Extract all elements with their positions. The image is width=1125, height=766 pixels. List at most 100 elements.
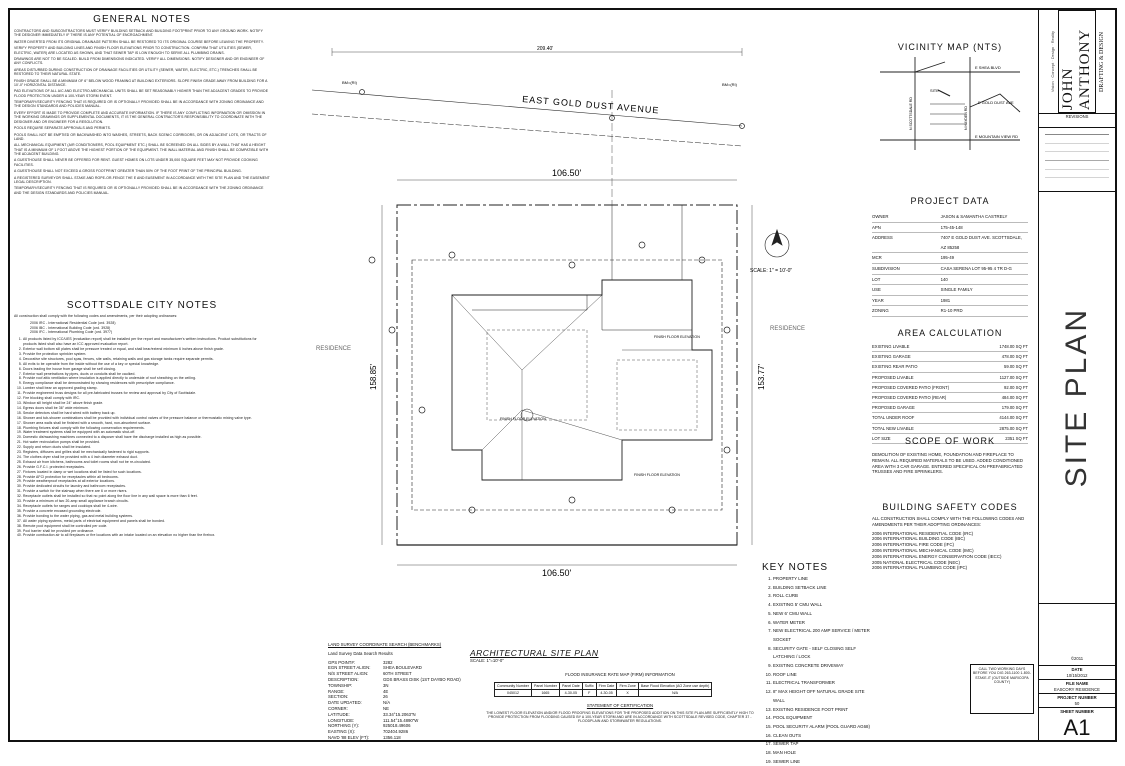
- city-note-item: Fire blocking shall comply with IRC.: [23, 396, 270, 401]
- key-note-item: EXISTING CONCRETE DRIVEWAY: [773, 662, 872, 671]
- flood-cell: 4-30-05: [558, 688, 583, 697]
- survey-key: NAVD '88 ELEV (FT):: [328, 734, 370, 740]
- survey-row: GPS POINT#:3282: [328, 660, 468, 666]
- safety-code: 2006 INTERNATIONAL PLUMBING CODE (IPC): [872, 565, 968, 571]
- project-data-key: LOT: [872, 276, 881, 282]
- survey-key: GPS POINT#:: [328, 659, 355, 665]
- survey-row: EGN STREET ALIGN:SHEA BOULEVARD: [328, 665, 468, 671]
- city-note-item: All water piping systems, metal parts of…: [23, 519, 270, 524]
- survey-row: TOWNSHIP:3N: [328, 683, 468, 689]
- date-cell: DATE 10/15/2012: [1039, 666, 1115, 680]
- city-note-item: Plumbing fixtures shall comply with the …: [23, 426, 270, 431]
- city-note-item: Domestic dishwashing machines connected …: [23, 435, 270, 440]
- survey-block: LAND SURVEY COORDINATE SEARCH (BENCHMARK…: [328, 642, 468, 741]
- survey-key: TOWNSHIP:: [328, 682, 353, 688]
- vicinity-title: VICINITY MAP (NTS): [897, 42, 1003, 52]
- sheet-title-area: SITE PLAN: [1039, 192, 1115, 604]
- city-note-item: Provide G.F.C.I. protected receptacles.: [23, 465, 270, 470]
- survey-value: GDS BRASS DISK (1ST DAYBO ROAD): [383, 676, 461, 682]
- city-note-item: Provide engineered truss designs for all…: [23, 391, 270, 396]
- safety-code: 2006 INTERNATIONAL FIRE CODE (IFC): [872, 542, 954, 548]
- area-calc-key: PROPOSED GARAGE: [872, 405, 915, 411]
- city-note-item: Provide a minimum of two 20-amp small ap…: [23, 499, 270, 504]
- city-notes-title: SCOTTSDALE CITY NOTES: [66, 300, 218, 311]
- city-note-item: Exterior wall bottom sill plates shall b…: [23, 347, 270, 352]
- survey-row: EASTING (X):702404.9286: [328, 729, 468, 735]
- area-calc-key: PROPOSED COVERED PATIO (REAR): [872, 395, 947, 401]
- flood-title: FLOOD INSURANCE RATE MAP (FIRM) INFORMAT…: [565, 672, 675, 677]
- area-calc-key: LOT SIZE: [872, 435, 891, 441]
- key-note-item: WATER METER: [773, 619, 872, 628]
- plan-scale: SCALE: 1" = 10'-0": [750, 268, 792, 274]
- project-data-value: JASON & SAMANTHA CASTRELY: [940, 214, 1008, 219]
- project-data-key: SUBDIVISION: [872, 265, 900, 271]
- project-data-key: APN: [872, 224, 881, 230]
- city-code: 2006 IFC - International Plumbing Code (…: [30, 329, 113, 334]
- safety-code: 2006 INTERNATIONAL MECHANICAL CODE (IMC): [872, 547, 974, 553]
- area-calc-title: AREA CALCULATION: [897, 328, 1003, 338]
- survey-value: 111.54°15.4890"W: [383, 717, 419, 723]
- survey-row: DESCRIPTION:GDS BRASS DISK (1ST DAYBO RO…: [328, 677, 468, 683]
- survey-title: LAND SURVEY COORDINATE SEARCH (BENCHMARK…: [328, 642, 442, 647]
- city-notes-codes: 2006 IRC - International Residential Cod…: [14, 321, 270, 334]
- flood-cell: 045012: [494, 688, 532, 697]
- dim-left: 158.85': [369, 364, 378, 390]
- city-note-item: Provide fire protection sprinkler system…: [23, 352, 270, 357]
- project-data-value: 1981: [940, 297, 951, 303]
- area-calc-key: EXISTING LIVABLE: [872, 344, 910, 349]
- city-note-item: Provide a concrete encased grounding ele…: [23, 509, 270, 514]
- city-code: 2006 IBC - International Building Code (…: [30, 325, 111, 330]
- vic-gold-dust: E GOLD DUST AVE: [978, 100, 1014, 105]
- vicinity-map: VICINITY MAP (NTS) E SHEA BLVD E GOLD DU…: [870, 42, 1030, 157]
- firm-logo: Vision · Concept · Design · Reality JOHN…: [1039, 10, 1115, 114]
- key-note-item: CLEAN OUTS: [773, 732, 872, 741]
- dim-right: 153.77': [757, 364, 766, 390]
- area-calc-value: 2875.00 SQ FT: [999, 425, 1028, 431]
- survey-value: 702404.9286: [383, 729, 409, 735]
- project-data-value: 140: [940, 276, 948, 282]
- area-calc-value: 59.00 SQ FT: [1004, 364, 1028, 370]
- city-notes-items: All products listed by ICC/UES (evaluati…: [14, 337, 270, 538]
- project-data-value: CASA SERENA LOT 95-95 4 TR D-G: [940, 265, 1012, 271]
- survey-key: N/S STREET ALIGN:: [328, 671, 369, 677]
- city-code: 2006 IRC - International Residential Cod…: [30, 321, 116, 326]
- area-calc-row: PROPOSED COVERED PATIO (FRONT)92.00 SQ F…: [872, 383, 1028, 394]
- site-plan-drawing: EAST GOLD DUST AVENUE 209.40' 106.50' 10…: [311, 46, 805, 578]
- city-note-item: Provide bonding to the water piping, gas…: [23, 514, 270, 519]
- city-notes-intro: All construction shall comply with the f…: [14, 314, 178, 318]
- file-value: EASCORY RESIDENCE: [1054, 686, 1100, 692]
- safety-code: 2005 NATIONAL ELECTRICAL CODE (NEC): [872, 559, 960, 565]
- safety-code: 2006 INTERNATIONAL BUILDING CODE (IBC): [872, 536, 965, 542]
- safety-code: 2006 INTERNATIONAL ENERGY CONSERVATION C…: [872, 553, 1002, 559]
- project-data-key: OWNER: [872, 214, 889, 219]
- general-note: PAD ELEVATIONS OF ALL A/C AND ELECTRO-ME…: [14, 89, 269, 98]
- general-note: A GUESTHOUSE SHALL NOT EXCEED A GROSS FO…: [14, 169, 242, 174]
- general-note: A REGISTERED SURVEYOR SHALL STAKE AND RO…: [14, 175, 270, 184]
- flood-header-cell: Firm Date: [595, 681, 618, 690]
- flood-header-cell: Suffix: [581, 681, 597, 690]
- general-note: ALL MECHANICAL EQUIPMENT (AIR CONDITIONE…: [14, 143, 269, 156]
- area-calc-key: EXISTING GARAGE: [872, 354, 911, 360]
- survey-row: DATE UPDATED:N/A: [328, 700, 468, 706]
- key-note-item: SEWER LINE: [773, 758, 872, 766]
- vic-site: SITE: [930, 88, 939, 93]
- project-cell: PROJECT NUMBER 50: [1039, 694, 1115, 708]
- survey-row: LONGITUDE:111.54°15.4890"W: [328, 718, 468, 724]
- city-note-item: Decorative site structures, pool spas, f…: [23, 357, 270, 362]
- survey-row: SECTION:26: [328, 694, 468, 700]
- date-value: 10/15/2012: [1066, 672, 1088, 678]
- general-note: AREAS DISTURBED DURING CONSTRUCTION OF D…: [14, 67, 258, 77]
- flood-header-cell: Community Number: [494, 681, 532, 690]
- flood-block: FLOOD INSURANCE RATE MAP (FIRM) INFORMAT…: [480, 672, 760, 723]
- area-calc-row: PROPOSED COVERED PATIO (REAR)484.00 SQ F…: [872, 393, 1028, 404]
- project-data-value: SINGLE FAMILY: [940, 287, 973, 293]
